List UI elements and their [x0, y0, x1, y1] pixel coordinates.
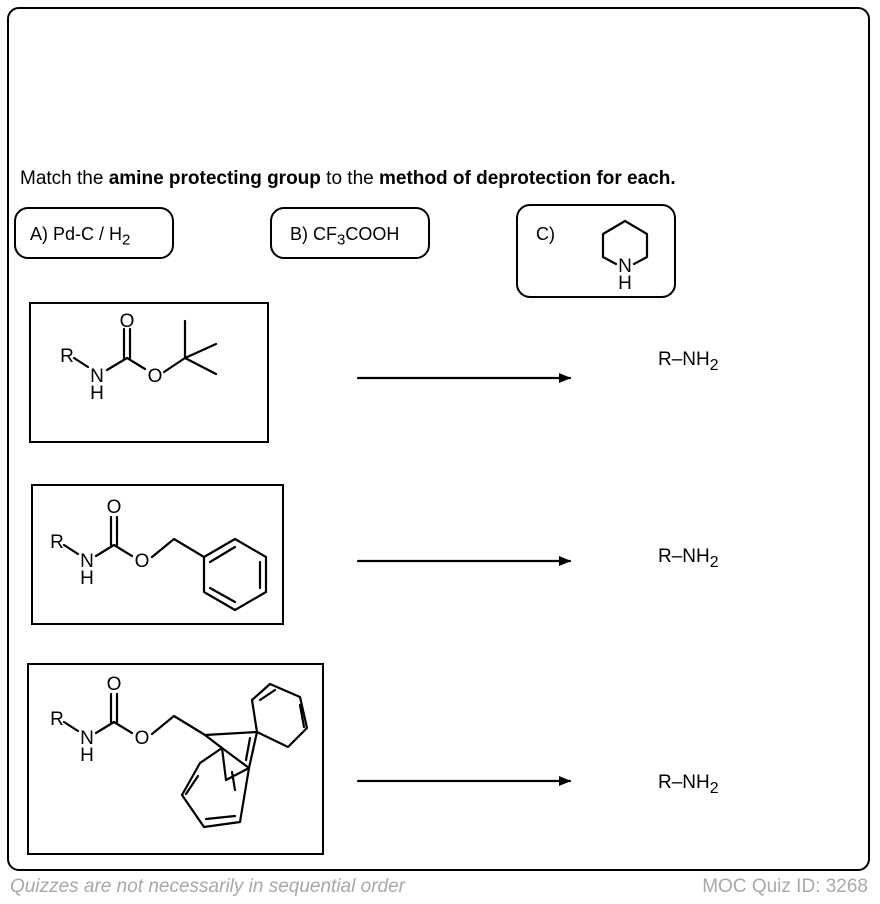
boc-nh: H — [90, 383, 104, 404]
cbz-nh: H — [80, 568, 94, 589]
option-c[interactable]: C) — [516, 204, 676, 298]
piperidine-n: N — [618, 256, 632, 277]
fmoc-bonds — [62, 692, 207, 737]
cbz-bonds — [62, 515, 206, 559]
cbz-benzene-inner — [208, 545, 262, 604]
option-a[interactable]: A) Pd-C / H2 — [14, 207, 174, 259]
boc-structure-box — [29, 302, 269, 443]
cbz-carbonyl-o: O — [107, 497, 122, 518]
product-1: R–NH2 — [658, 349, 719, 374]
boc-ester-o: O — [148, 366, 163, 387]
fmoc-r: R — [50, 709, 64, 730]
cbz-ester-o: O — [135, 551, 150, 572]
fmoc-aromatic-inner — [184, 688, 306, 821]
boc-carbonyl-o: O — [120, 311, 135, 332]
fmoc-n: N — [80, 728, 94, 749]
option-b[interactable]: B) CF3COOH — [270, 207, 430, 259]
product-3: R–NH2 — [658, 772, 719, 797]
fmoc-lower-ring — [180, 746, 251, 829]
option-a-label: A) Pd-C / H2 — [30, 224, 131, 249]
question-text: Match the amine protecting group to the … — [20, 168, 676, 189]
product-2: R–NH2 — [658, 546, 719, 571]
footer-note: Quizzes are not necessarily in sequentia… — [10, 876, 405, 897]
fmoc-five-ring — [203, 730, 259, 782]
cbz-n: N — [80, 551, 94, 572]
cbz-benzene-ring — [202, 537, 268, 612]
quiz-id: MOC Quiz ID: 3268 — [702, 876, 868, 897]
piperidine-ring — [601, 219, 649, 266]
quiz-frame — [7, 7, 870, 871]
option-b-label: B) CF3COOH — [290, 224, 400, 249]
fmoc-nh: H — [80, 745, 94, 766]
fmoc-upper-ring — [250, 682, 309, 749]
boc-n: N — [90, 366, 104, 387]
fmoc-structure-box — [27, 663, 324, 855]
piperidine-h: H — [618, 273, 632, 294]
option-c-label: C) — [536, 224, 555, 244]
boc-bonds — [72, 319, 218, 376]
cbz-structure-box — [31, 484, 284, 625]
cbz-r: R — [50, 532, 64, 553]
fmoc-carbonyl-o: O — [107, 674, 122, 695]
boc-r: R — [60, 346, 74, 367]
fmoc-ester-o: O — [135, 728, 150, 749]
